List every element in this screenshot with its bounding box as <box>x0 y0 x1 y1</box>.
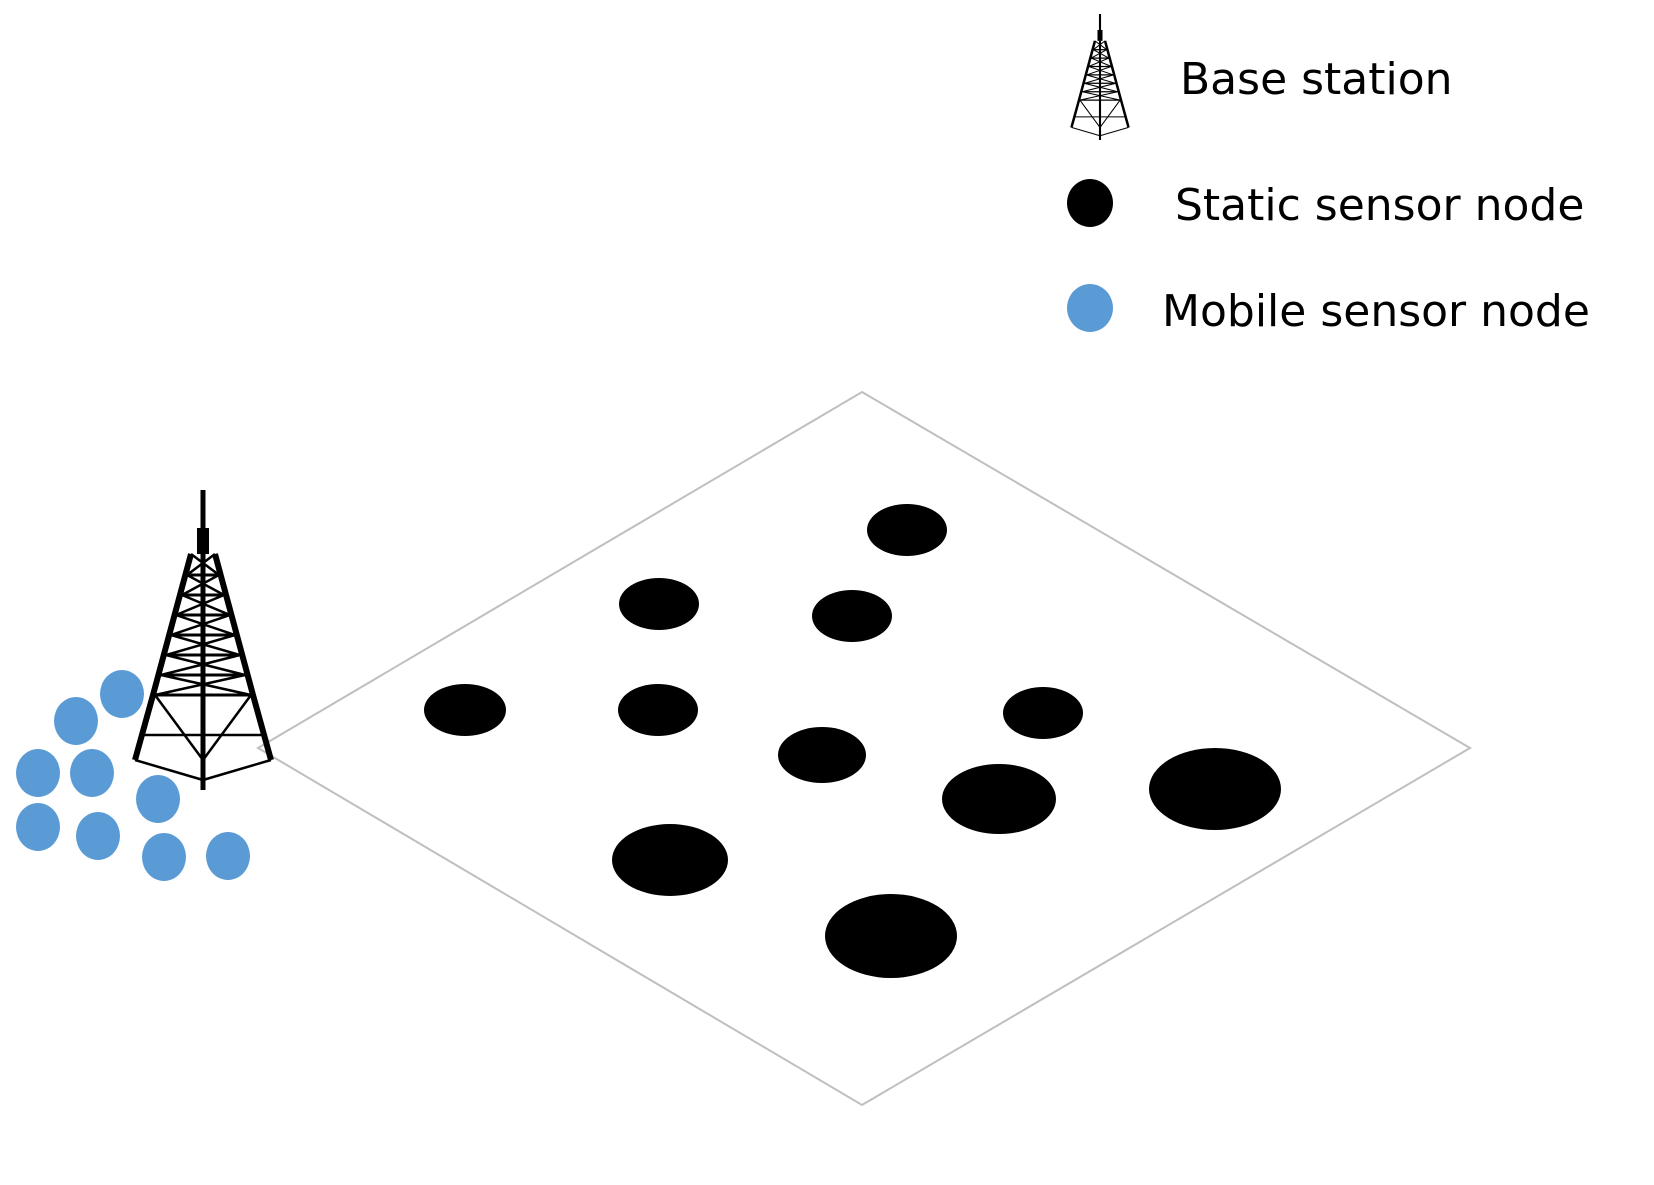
mobile-sensor-node <box>100 670 144 718</box>
static-sensor-node <box>778 727 866 783</box>
legend <box>1067 12 1130 332</box>
legend-base-station-label: Base station <box>1180 54 1453 105</box>
mobile-sensor-node <box>206 832 250 880</box>
mobile-sensor-node <box>54 697 98 745</box>
static-sensor-node <box>942 764 1056 834</box>
static-sensor-node <box>1149 748 1281 830</box>
base-station-tower-icon <box>135 490 271 790</box>
mobile-sensor-nodes <box>16 670 250 881</box>
static-sensor-node <box>812 590 892 642</box>
legend-base-station-icon <box>1070 12 1130 142</box>
static-sensor-node <box>619 578 699 630</box>
static-sensor-node <box>825 894 957 978</box>
static-sensor-node <box>1003 687 1083 739</box>
static-sensor-node <box>424 684 506 736</box>
mobile-sensor-node <box>70 749 114 797</box>
mobile-sensor-node <box>16 749 60 797</box>
static-sensor-node <box>618 684 698 736</box>
mobile-sensor-node <box>136 775 180 823</box>
static-sensor-node <box>867 504 947 556</box>
legend-static-node-label: Static sensor node <box>1175 180 1585 231</box>
static-sensor-node <box>612 824 728 896</box>
mobile-sensor-node <box>142 833 186 881</box>
legend-mobile-node-label: Mobile sensor node <box>1162 286 1590 337</box>
mobile-sensor-node <box>16 803 60 851</box>
static-sensor-nodes <box>424 504 1281 978</box>
mobile-sensor-node <box>76 812 120 860</box>
legend-static-node-icon <box>1067 179 1113 227</box>
legend-mobile-node-icon <box>1067 284 1113 332</box>
